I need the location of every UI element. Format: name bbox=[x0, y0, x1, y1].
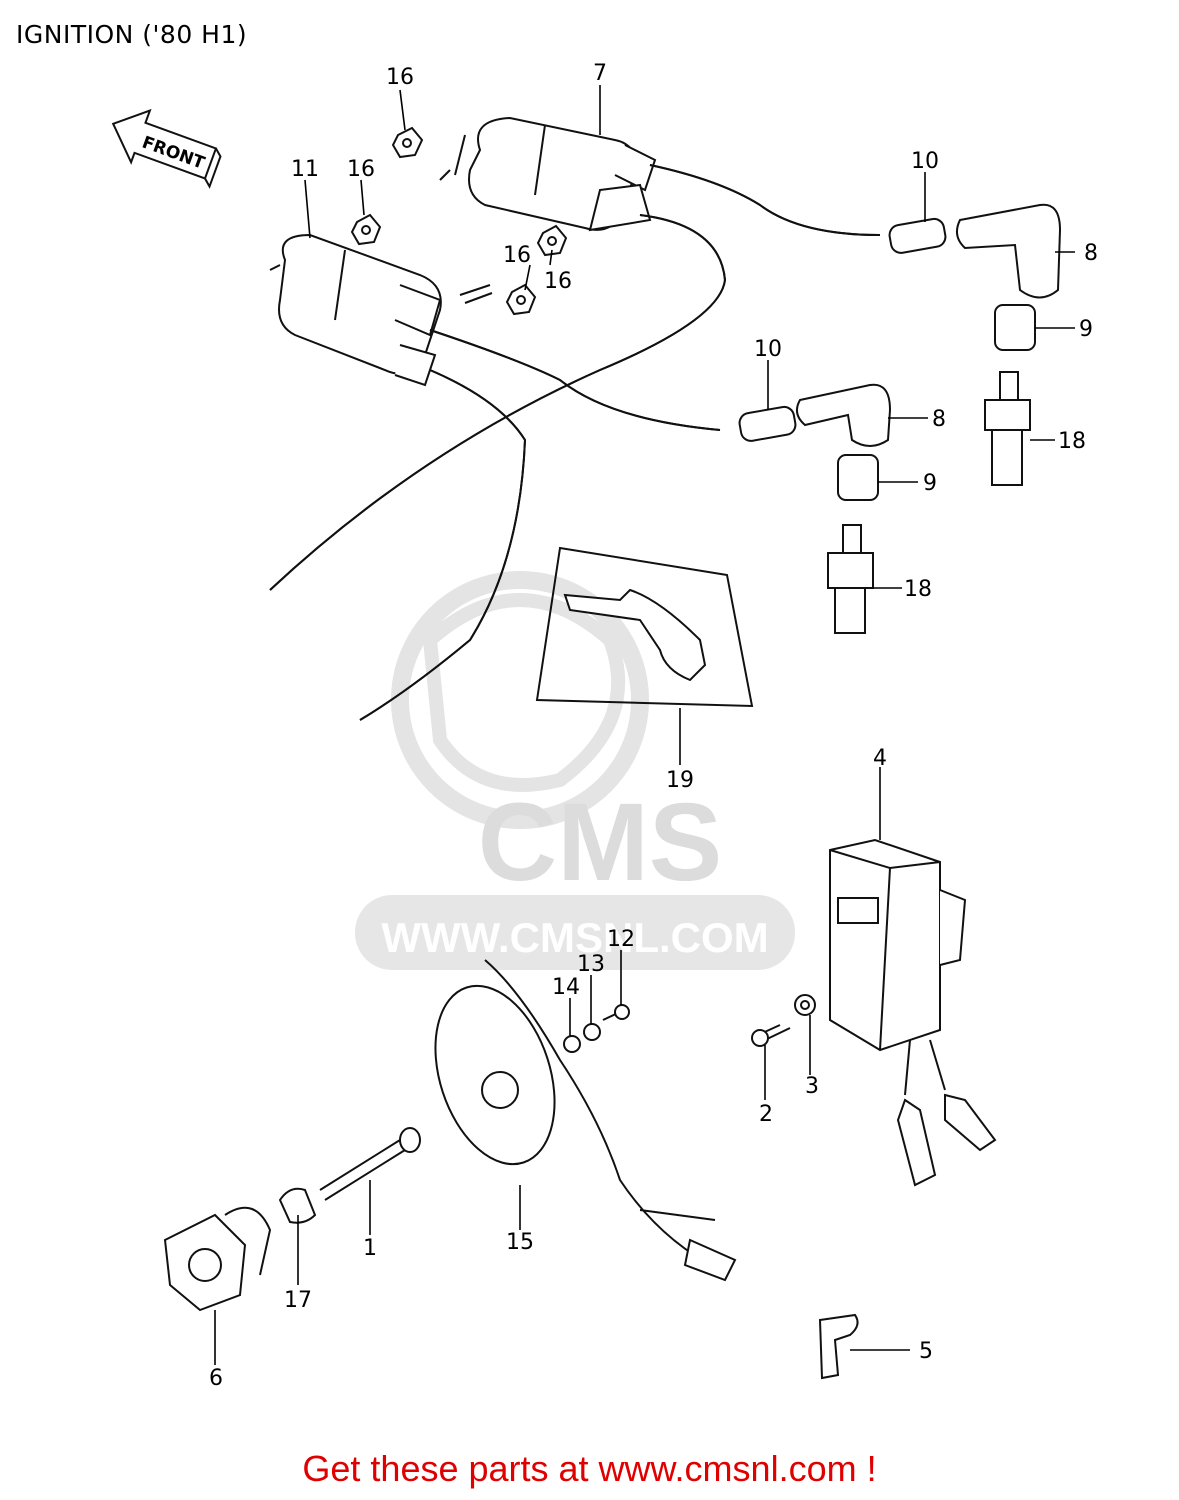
leader-lines bbox=[214, 85, 1075, 1365]
nut-16[interactable] bbox=[391, 126, 424, 159]
callout-6: 6 bbox=[209, 1366, 223, 1391]
spark-plug-18[interactable] bbox=[984, 371, 1031, 486]
callout-10: 10 bbox=[754, 337, 782, 362]
callout-4: 4 bbox=[873, 746, 887, 771]
washer-13[interactable] bbox=[583, 1023, 601, 1041]
page-title: IGNITION ('80 H1) bbox=[16, 20, 248, 49]
clamp-5[interactable] bbox=[818, 1313, 859, 1380]
nut-16[interactable] bbox=[536, 224, 568, 257]
callout-8: 8 bbox=[932, 407, 946, 432]
front-arrow-icon: FRONT bbox=[111, 108, 222, 189]
plug-cap-assembly-19[interactable] bbox=[535, 546, 754, 708]
pickup-plate-15[interactable] bbox=[414, 959, 737, 1282]
callout-9: 9 bbox=[923, 471, 937, 496]
suppressor-cap-10[interactable] bbox=[738, 405, 797, 442]
seal-9[interactable] bbox=[837, 454, 879, 501]
callout-8: 8 bbox=[1084, 241, 1098, 266]
callout-16: 16 bbox=[347, 157, 375, 182]
footer-cta-link[interactable]: Get these parts at www.cmsnl.com ! bbox=[302, 1448, 877, 1489]
nut-16[interactable] bbox=[505, 283, 537, 316]
callout-1: 1 bbox=[363, 1236, 377, 1261]
washer-14[interactable] bbox=[563, 1035, 581, 1053]
callout-19: 19 bbox=[666, 768, 694, 793]
watermark: CMS WWW.CMSNL.COM bbox=[355, 571, 795, 970]
callout-11: 11 bbox=[291, 157, 319, 182]
callout-10: 10 bbox=[911, 149, 939, 174]
callout-16: 16 bbox=[386, 65, 414, 90]
screw-2[interactable] bbox=[751, 1024, 791, 1047]
washer-3[interactable] bbox=[794, 994, 816, 1016]
nut-16[interactable] bbox=[350, 213, 382, 246]
callout-18: 18 bbox=[904, 577, 932, 602]
callout-16: 16 bbox=[503, 243, 531, 268]
callout-7: 7 bbox=[593, 61, 607, 86]
suppressor-cap-10[interactable] bbox=[888, 217, 947, 254]
callout-16: 16 bbox=[544, 269, 572, 294]
high-tension-leads bbox=[269, 164, 881, 721]
callout-9: 9 bbox=[1079, 317, 1093, 342]
spark-plug-18[interactable] bbox=[827, 524, 874, 634]
callout-labels: 16 7 11 16 10 8 16 16 9 10 18 8 9 18 19 … bbox=[209, 61, 1098, 1391]
watermark-url: WWW.CMSNL.COM bbox=[381, 914, 768, 961]
callout-12: 12 bbox=[607, 927, 635, 952]
callout-3: 3 bbox=[805, 1074, 819, 1099]
callout-15: 15 bbox=[506, 1230, 534, 1255]
watermark-brand: CMS bbox=[478, 781, 722, 904]
coil-bolt bbox=[459, 284, 493, 304]
timing-rotor-6[interactable] bbox=[163, 1206, 272, 1312]
callout-18: 18 bbox=[1058, 429, 1086, 454]
callout-5: 5 bbox=[919, 1339, 933, 1364]
seal-9[interactable] bbox=[994, 304, 1036, 351]
plug-cap-8[interactable] bbox=[955, 203, 1062, 299]
screw-12[interactable] bbox=[602, 1004, 630, 1021]
callout-2: 2 bbox=[759, 1102, 773, 1127]
callout-17: 17 bbox=[284, 1288, 312, 1313]
bolt-1[interactable] bbox=[319, 1127, 421, 1201]
ignition-coil-11[interactable] bbox=[269, 233, 442, 387]
spacer-17[interactable] bbox=[278, 1187, 317, 1224]
plug-cap-8[interactable] bbox=[795, 383, 892, 447]
callout-14: 14 bbox=[552, 975, 580, 1000]
cdi-unit-4[interactable] bbox=[829, 838, 997, 1187]
ignition-coil-7[interactable] bbox=[439, 116, 657, 232]
callout-13: 13 bbox=[577, 952, 605, 977]
